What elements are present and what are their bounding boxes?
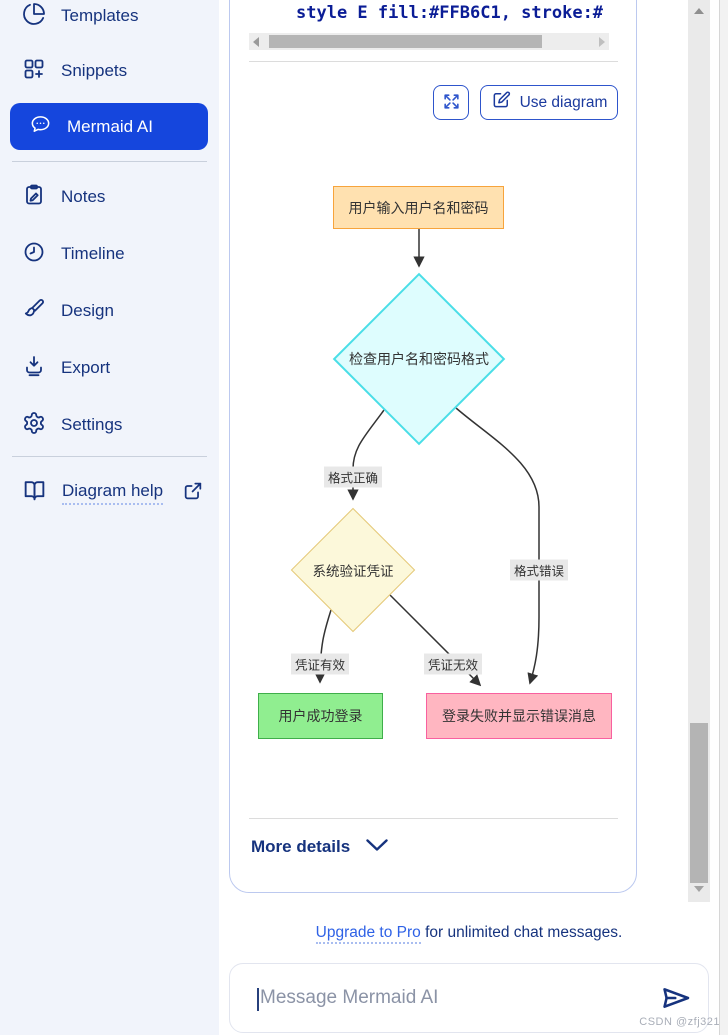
sidebar-item-label: Settings	[61, 415, 123, 434]
scroll-right-arrow-icon[interactable]	[599, 37, 605, 47]
csdn-watermark: CSDN @zfj321	[639, 1016, 720, 1028]
chat-vertical-scrollbar[interactable]	[688, 0, 710, 902]
card-divider	[249, 61, 618, 62]
upgrade-to-pro-link[interactable]: Upgrade to Pro	[315, 924, 421, 944]
use-diagram-label: Use diagram	[519, 93, 608, 111]
sidebar-item-design[interactable]: Design	[0, 293, 219, 329]
chat-bubble-icon	[29, 113, 52, 141]
message-input-card	[229, 963, 709, 1033]
flowchart-node-login-failure: 登录失败并显示错误消息	[426, 693, 612, 739]
expand-icon	[442, 92, 461, 114]
sidebar-item-mermaid-ai[interactable]: Mermaid AI	[10, 103, 208, 150]
gear-icon	[22, 411, 46, 440]
sidebar-item-label: Mermaid AI	[67, 116, 153, 136]
node-label: 用户输入用户名和密码	[348, 199, 489, 216]
sidebar-item-timeline[interactable]: Timeline	[0, 236, 219, 272]
sidebar-item-export[interactable]: Export	[0, 350, 219, 386]
sidebar-item-label: Design	[61, 301, 114, 320]
flowchart-node-input-credentials: 用户输入用户名和密码	[333, 186, 504, 229]
sidebar-item-snippets[interactable]: Snippets	[0, 53, 219, 89]
edge-label-credentials-valid: 凭证有效	[290, 653, 350, 675]
node-label: 系统验证凭证	[312, 564, 394, 579]
pencil-square-icon	[491, 90, 511, 115]
flowchart-edges	[314, 229, 540, 687]
clipboard-pen-icon	[22, 183, 46, 212]
sidebar-divider	[12, 456, 207, 457]
scroll-down-arrow-icon[interactable]	[694, 886, 704, 892]
external-link-icon	[182, 480, 204, 507]
vertical-scrollbar-thumb[interactable]	[690, 723, 708, 883]
chat-response-card: style E fill:#FFB6C1, stroke:# Use diagr…	[229, 0, 637, 893]
grid-plus-icon	[22, 57, 46, 86]
use-diagram-button[interactable]: Use diagram	[480, 85, 618, 120]
node-label: 用户成功登录	[278, 708, 363, 724]
chevron-down-icon	[365, 837, 389, 857]
text-cursor	[257, 988, 259, 1011]
edge-label-credentials-invalid: 凭证无效	[423, 653, 483, 675]
sidebar-item-label: Timeline	[61, 244, 125, 263]
more-details-label: More details	[251, 837, 351, 856]
pie-chart-icon	[22, 2, 46, 31]
sidebar-item-templates[interactable]: Templates	[0, 0, 219, 34]
expand-diagram-button[interactable]	[433, 85, 469, 120]
horizontal-scrollbar-thumb[interactable]	[269, 35, 542, 48]
sidebar: Templates Snippets Mermaid AI Notes Time…	[0, 0, 219, 1035]
sidebar-item-diagram-help[interactable]: Diagram help	[0, 475, 219, 511]
window-scrollbar-track[interactable]	[719, 0, 728, 1035]
node-label: 检查用户名和密码格式	[349, 351, 489, 367]
upgrade-banner-text: for unlimited chat messages.	[420, 924, 623, 941]
diagram-help-label: Diagram help	[62, 481, 164, 505]
scroll-left-arrow-icon[interactable]	[253, 37, 259, 47]
download-icon	[22, 354, 46, 383]
sidebar-item-settings[interactable]: Settings	[0, 407, 219, 443]
upgrade-banner: Upgrade to Pro for unlimited chat messag…	[229, 924, 709, 944]
edge-label-format-correct: 格式正确	[323, 466, 383, 488]
sidebar-divider	[12, 161, 207, 162]
edge-label-format-error: 格式错误	[509, 559, 569, 581]
book-icon	[22, 478, 47, 508]
message-input[interactable]	[230, 964, 708, 1032]
sidebar-item-label: Notes	[61, 187, 106, 206]
card-divider	[249, 818, 618, 819]
code-horizontal-scrollbar[interactable]	[249, 33, 609, 50]
flowchart-node-login-success: 用户成功登录	[258, 693, 383, 739]
sidebar-item-label: Templates	[61, 6, 139, 25]
send-icon	[660, 984, 692, 1015]
scroll-up-arrow-icon[interactable]	[694, 8, 704, 14]
sidebar-item-label: Export	[61, 358, 111, 377]
paintbrush-icon	[22, 297, 46, 326]
node-label: 登录失败并显示错误消息	[442, 708, 596, 724]
clock-icon	[22, 240, 46, 269]
send-message-button[interactable]	[658, 984, 694, 1014]
sidebar-item-notes[interactable]: Notes	[0, 179, 219, 215]
mermaid-code-line: style E fill:#FFB6C1, stroke:#	[296, 3, 604, 23]
sidebar-item-label: Snippets	[61, 61, 128, 80]
more-details-toggle[interactable]: More details	[251, 837, 389, 857]
